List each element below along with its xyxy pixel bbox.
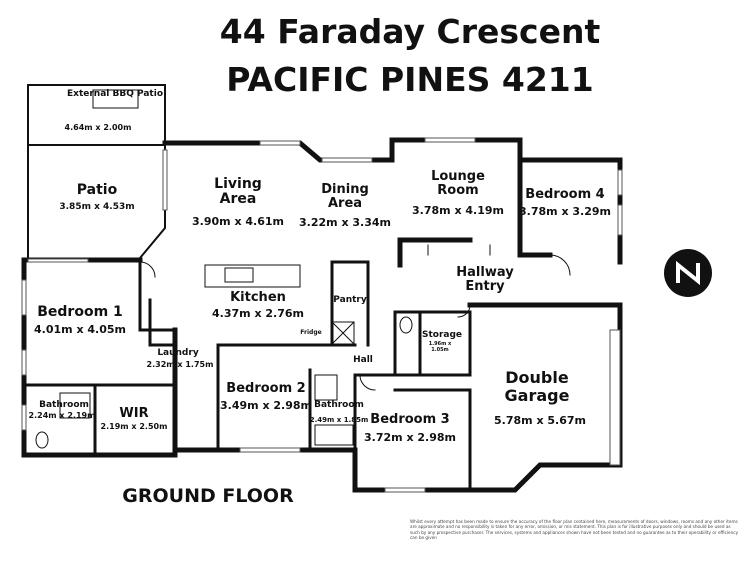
room-bath1-name: Bathroom xyxy=(39,400,89,410)
room-bed2-dims: 3.49m x 2.98m xyxy=(220,399,312,412)
room-storage-dims: 1.96m x 1.05m xyxy=(428,341,452,353)
room-bed4-name: Bedroom 4 xyxy=(525,187,605,202)
room-dining-dims: 3.22m x 3.34m xyxy=(299,216,391,229)
windows xyxy=(21,137,623,493)
suburb-line: PACIFIC PINES 4211 xyxy=(226,60,594,99)
room-bed3-dims: 3.72m x 2.98m xyxy=(364,431,456,444)
room-bath1-dims: 2.24m x 2.19m xyxy=(28,411,96,420)
room-bath2-dims: 2.49m x 1.85m xyxy=(309,416,369,424)
room-bed1-name: Bedroom 1 xyxy=(37,304,123,320)
room-living-name: Living Area xyxy=(214,176,262,208)
room-bed3-name: Bedroom 3 xyxy=(370,412,450,427)
room-laundry-dims: 2.32m x 1.75m xyxy=(146,360,214,369)
interior-walls xyxy=(26,258,472,492)
room-storage-name: Storage xyxy=(421,330,463,340)
room-bed4-dims: 3.78m x 3.29m xyxy=(519,205,611,218)
fridge-label: Fridge xyxy=(300,329,322,336)
room-kitchen-dims: 4.37m x 2.76m xyxy=(212,307,304,320)
room-garage-dims: 5.78m x 5.67m xyxy=(494,414,586,427)
fixtures xyxy=(35,89,571,449)
patio-outline xyxy=(27,84,166,260)
room-bed2-name: Bedroom 2 xyxy=(226,381,306,396)
room-patio-name: Patio xyxy=(76,182,118,198)
room-bbq-name: External BBQ Patio xyxy=(67,89,163,99)
room-pantry-name: Pantry xyxy=(333,295,367,305)
floor-label: GROUND FLOOR xyxy=(122,485,294,507)
room-bed1-dims: 4.01m x 4.05m xyxy=(34,323,126,336)
disclaimer: Whilst every attempt has been made to en… xyxy=(410,519,739,541)
room-garage-name: Double Garage xyxy=(504,368,570,405)
room-bbq-dims: 4.64m x 2.00m xyxy=(64,123,132,132)
room-kitchen-name: Kitchen xyxy=(230,290,286,305)
room-wir-name: WIR xyxy=(119,406,149,421)
outer-walls xyxy=(21,137,623,493)
room-living-dims: 3.90m x 4.61m xyxy=(192,215,284,228)
room-hallway-name: Hallway Entry xyxy=(456,265,514,295)
room-laundry-name: Laundry xyxy=(157,348,199,358)
room-wir-dims: 2.19m x 2.50m xyxy=(100,422,168,431)
room-lounge-dims: 3.78m x 4.19m xyxy=(412,204,504,217)
address-line: 44 Faraday Crescent xyxy=(219,12,601,51)
room-lounge-name: Lounge Room xyxy=(431,169,485,199)
room-dining-name: Dining Area xyxy=(321,182,369,212)
room-hall-name: Hall xyxy=(353,355,373,365)
room-patio-dims: 3.85m x 4.53m xyxy=(59,202,135,212)
room-bath2-name: Bathroom xyxy=(314,400,364,410)
north-arrow-icon xyxy=(664,249,712,297)
